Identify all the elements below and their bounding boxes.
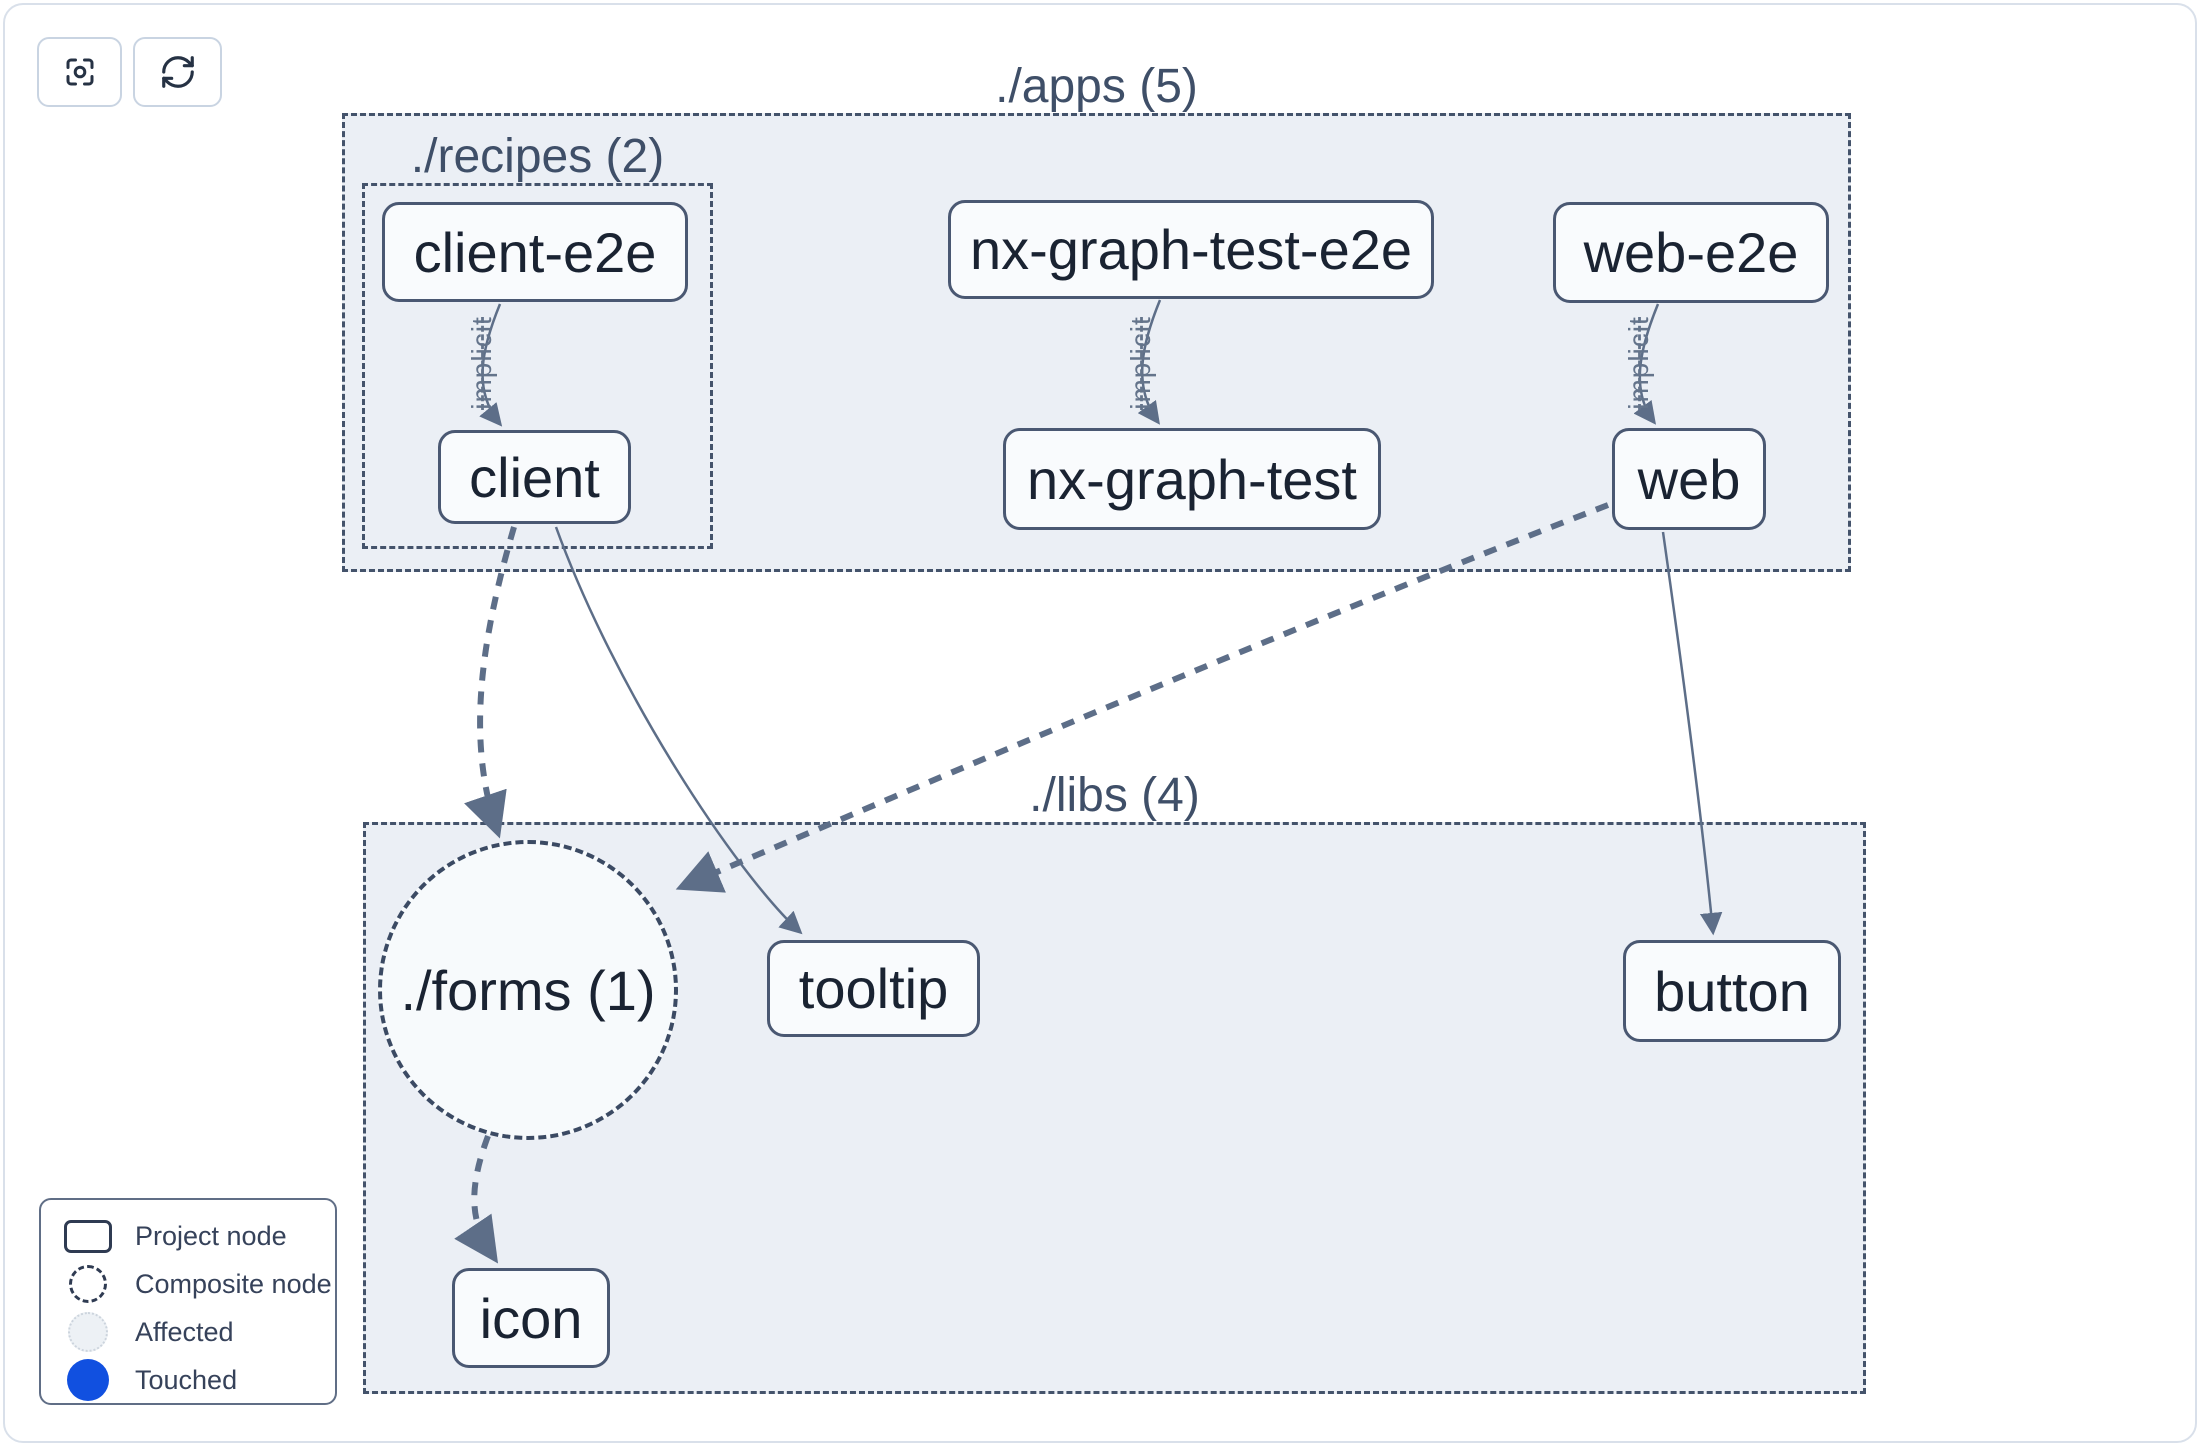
legend-item-composite-node: Composite node <box>41 1260 335 1308</box>
node-client-e2e-label: client-e2e <box>413 220 657 284</box>
node-web-label: web <box>1637 447 1741 511</box>
refresh-icon <box>159 53 197 91</box>
node-web-e2e-label: web-e2e <box>1583 221 1799 284</box>
group-libs-label[interactable]: ./libs (4) <box>1029 769 1200 822</box>
legend-item-touched: Touched <box>41 1356 335 1404</box>
node-client[interactable]: client <box>438 430 631 524</box>
group-apps-label[interactable]: ./apps (5) <box>995 60 1198 113</box>
node-nx-graph-test-label: nx-graph-test <box>1027 447 1357 511</box>
group-recipes: ./recipes (2) <box>362 130 713 549</box>
node-icon[interactable]: icon <box>452 1268 610 1368</box>
legend-item-affected: Affected <box>41 1308 335 1356</box>
node-web-e2e[interactable]: web-e2e <box>1553 202 1829 303</box>
project-node-swatch <box>64 1219 112 1253</box>
composite-node-forms-label: ./forms (1) <box>400 958 656 1022</box>
node-nx-graph-test-e2e-label: nx-graph-test-e2e <box>969 218 1412 281</box>
refresh-button[interactable] <box>133 37 222 107</box>
composite-node-swatch <box>69 1265 107 1303</box>
edge-label-implicit-nx-graph-test: implicit <box>1125 316 1156 410</box>
node-client-label: client <box>469 445 600 509</box>
node-button-label: button <box>1654 959 1810 1023</box>
legend: Project node Composite node Affected Tou… <box>39 1198 337 1405</box>
legend-label: Composite node <box>135 1268 332 1299</box>
node-icon-label: icon <box>479 1286 583 1350</box>
group-recipes-label[interactable]: ./recipes (2) <box>410 130 665 183</box>
node-nx-graph-test-e2e[interactable]: nx-graph-test-e2e <box>948 200 1434 299</box>
affected-swatch <box>68 1312 108 1352</box>
node-nx-graph-test[interactable]: nx-graph-test <box>1003 428 1381 530</box>
legend-label: Project node <box>135 1220 287 1251</box>
node-client-e2e[interactable]: client-e2e <box>382 202 688 302</box>
node-tooltip[interactable]: tooltip <box>767 940 980 1037</box>
composite-node-forms[interactable]: ./forms (1) <box>378 840 678 1140</box>
focus-button[interactable] <box>37 37 122 107</box>
edge-label-implicit-client: implicit <box>466 316 497 410</box>
legend-label: Affected <box>135 1316 234 1347</box>
touched-swatch <box>67 1359 109 1401</box>
node-web[interactable]: web <box>1612 428 1766 530</box>
node-button[interactable]: button <box>1623 940 1841 1042</box>
node-tooltip-label: tooltip <box>798 957 949 1020</box>
legend-label: Touched <box>135 1364 238 1395</box>
edge-label-implicit-web: implicit <box>1623 316 1654 410</box>
focus-scan-icon <box>62 54 98 90</box>
legend-item-project-node: Project node <box>41 1212 335 1260</box>
